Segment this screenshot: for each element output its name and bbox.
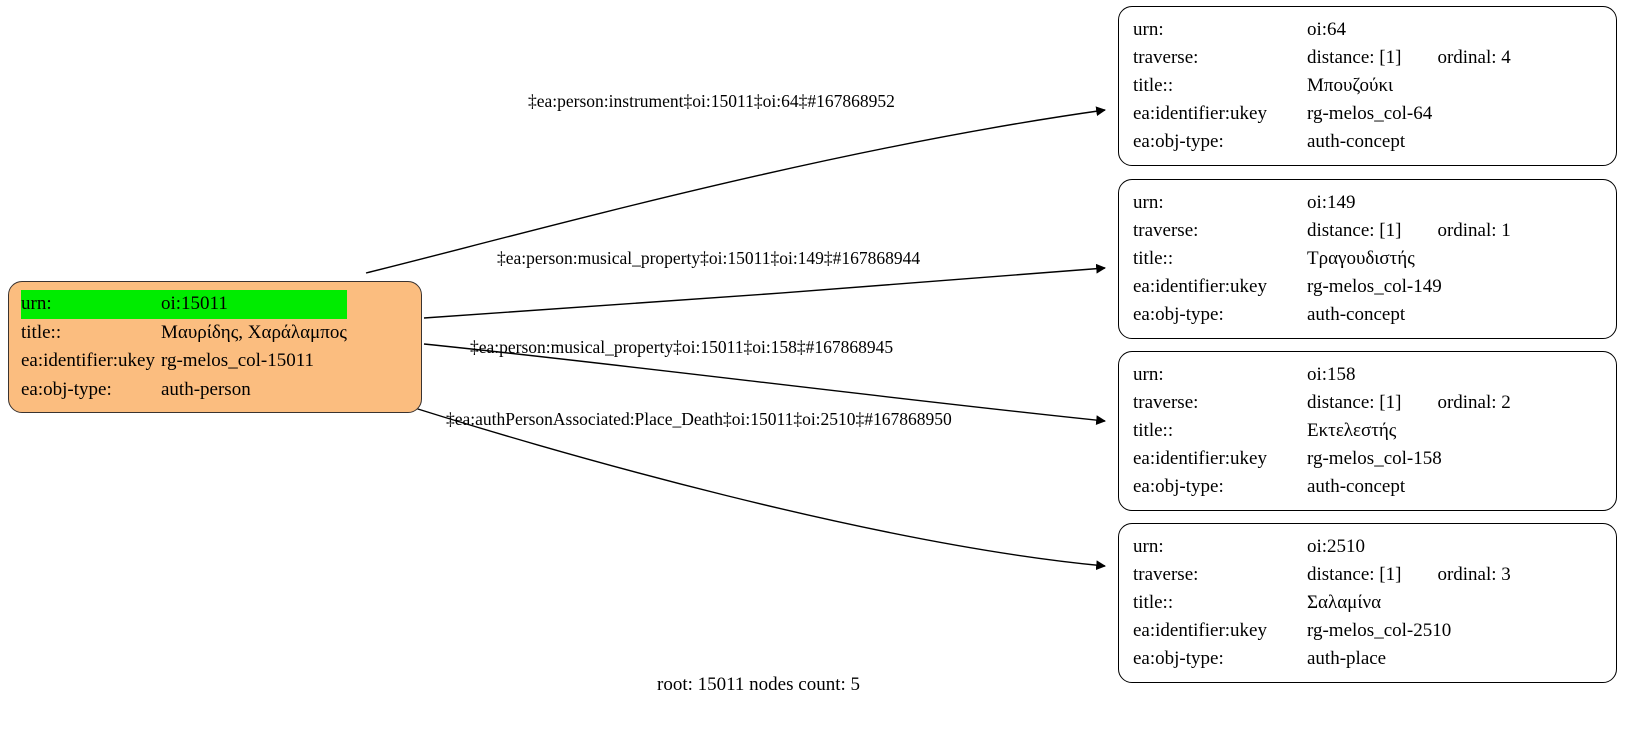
node-key-urn: urn:: [1133, 364, 1164, 385]
node-row-traverse: traverse: distance: [1] ordinal: 1: [1133, 217, 1511, 245]
node-value-urn: oi:149: [1307, 192, 1356, 213]
node-value-traverse: distance: [1] ordinal: 2: [1307, 389, 1511, 417]
root-node-key-title: title::: [21, 321, 62, 343]
target-node-oi-2510[interactable]: urn: oi:2510 traverse: distance: [1] ordi…: [1118, 523, 1617, 683]
node-key-title: title::: [1133, 74, 1174, 96]
node-row-urn: urn: oi:158: [1133, 361, 1511, 389]
node-row-ukey: ea:identifier:ukey rg-melos_col-149: [1133, 273, 1511, 301]
node-value-objtype: auth-concept: [1307, 475, 1406, 497]
node-value-ukey: rg-melos_col-2510: [1307, 619, 1452, 641]
node-row-objtype: ea:obj-type: auth-place: [1133, 645, 1511, 673]
node-key-title: title::: [1133, 591, 1174, 613]
root-node-row-objtype: ea:obj-type: auth-person: [21, 376, 347, 405]
node-key-objtype: ea:obj-type:: [1133, 475, 1224, 497]
node-value-distance: distance: [1]: [1307, 563, 1402, 585]
root-node-row-urn: urn: oi:15011: [21, 290, 347, 319]
node-key-ukey: ea:identifier:ukey: [1133, 275, 1267, 297]
node-value-title: Σαλαμίνα: [1307, 591, 1382, 613]
node-row-ukey: ea:identifier:ukey rg-melos_col-64: [1133, 100, 1511, 128]
target-node-oi-158[interactable]: urn: oi:158 traverse: distance: [1] ordin…: [1118, 351, 1617, 511]
node-row-urn: urn: oi:2510: [1133, 533, 1511, 561]
node-key-urn: urn:: [1133, 536, 1164, 557]
node-value-ordinal: ordinal: 1: [1437, 219, 1511, 241]
node-value-ordinal: ordinal: 2: [1437, 391, 1511, 413]
node-value-distance: distance: [1]: [1307, 219, 1402, 241]
root-node-key-urn: urn:: [21, 290, 161, 319]
node-value-distance: distance: [1]: [1307, 391, 1402, 413]
edge-label-musicalprop-158: ‡ea:person:musical_property‡oi:15011‡oi:…: [470, 337, 894, 357]
node-value-traverse: distance: [1] ordinal: 3: [1307, 561, 1511, 589]
node-value-objtype: auth-concept: [1307, 303, 1406, 325]
node-value-distance: distance: [1]: [1307, 46, 1402, 68]
node-value-traverse: distance: [1] ordinal: 1: [1307, 217, 1511, 245]
node-row-traverse: traverse: distance: [1] ordinal: 2: [1133, 389, 1511, 417]
root-node-value-objtype: auth-person: [161, 378, 251, 400]
node-value-urn: oi:64: [1307, 19, 1347, 40]
node-key-objtype: ea:obj-type:: [1133, 303, 1224, 325]
node-value-ukey: rg-melos_col-149: [1307, 275, 1442, 297]
node-value-title: Μπουζούκι: [1307, 74, 1394, 96]
node-value-ordinal: ordinal: 3: [1437, 563, 1511, 585]
node-value-urn: oi:158: [1307, 364, 1356, 385]
node-row-ukey: ea:identifier:ukey rg-melos_col-2510: [1133, 617, 1511, 645]
node-row-traverse: traverse: distance: [1] ordinal: 3: [1133, 561, 1511, 589]
node-row-objtype: ea:obj-type: auth-concept: [1133, 301, 1511, 329]
node-value-urn: oi:2510: [1307, 536, 1366, 557]
root-node-15011[interactable]: urn: oi:15011 title:: Μαυρίδης, Χαράλαμπ…: [8, 281, 422, 413]
edge-path-musicalprop-149: [423, 263, 1106, 319]
graph-caption: root: 15011 nodes count: 5: [657, 674, 860, 695]
node-row-title: title:: Εκτελεστής: [1133, 417, 1511, 445]
node-key-ukey: ea:identifier:ukey: [1133, 447, 1267, 469]
root-node-row-ukey: ea:identifier:ukey rg-melos_col-15011: [21, 347, 347, 376]
node-value-objtype: auth-concept: [1307, 130, 1406, 152]
edge-label-instrument-64: ‡ea:person:instrument‡oi:15011‡oi:64‡#16…: [528, 91, 895, 111]
node-row-title: title:: Σαλαμίνα: [1133, 589, 1511, 617]
root-node-row-title: title:: Μαυρίδης, Χαράλαμπος: [21, 319, 347, 348]
node-key-traverse: traverse:: [1133, 46, 1199, 68]
node-key-urn: urn:: [1133, 19, 1164, 40]
edge-label-placedeath-2510: ‡ea:authPersonAssociated:Place_Death‡oi:…: [446, 409, 952, 429]
node-row-title: title:: Τραγουδιστής: [1133, 245, 1511, 273]
node-value-title: Τραγουδιστής: [1307, 247, 1415, 269]
node-key-traverse: traverse:: [1133, 219, 1199, 241]
root-node-key-ukey: ea:identifier:ukey: [21, 350, 155, 371]
node-row-objtype: ea:obj-type: auth-concept: [1133, 473, 1511, 501]
node-key-title: title::: [1133, 419, 1174, 441]
node-row-objtype: ea:obj-type: auth-concept: [1133, 128, 1511, 156]
node-row-urn: urn: oi:64: [1133, 16, 1511, 44]
root-node-key-objtype: ea:obj-type:: [21, 378, 112, 400]
node-key-objtype: ea:obj-type:: [1133, 647, 1224, 669]
node-row-title: title:: Μπουζούκι: [1133, 72, 1511, 100]
node-key-ukey: ea:identifier:ukey: [1133, 102, 1267, 124]
node-value-ukey: rg-melos_col-158: [1307, 447, 1442, 469]
node-row-urn: urn: oi:149: [1133, 189, 1511, 217]
root-node-value-urn: oi:15011: [161, 290, 347, 319]
node-key-traverse: traverse:: [1133, 563, 1199, 585]
node-key-title: title::: [1133, 247, 1174, 269]
node-key-urn: urn:: [1133, 192, 1164, 213]
node-row-traverse: traverse: distance: [1] ordinal: 4: [1133, 44, 1511, 72]
node-key-objtype: ea:obj-type:: [1133, 130, 1224, 152]
edge-label-musicalprop-149: ‡ea:person:musical_property‡oi:15011‡oi:…: [497, 248, 921, 268]
root-node-value-title: Μαυρίδης, Χαράλαμπος: [161, 321, 347, 343]
target-node-oi-64[interactable]: urn: oi:64 traverse: distance: [1] ordina…: [1118, 6, 1617, 166]
node-row-ukey: ea:identifier:ukey rg-melos_col-158: [1133, 445, 1511, 473]
node-value-traverse: distance: [1] ordinal: 4: [1307, 44, 1511, 72]
target-node-oi-149[interactable]: urn: oi:149 traverse: distance: [1] ordin…: [1118, 179, 1617, 339]
node-key-traverse: traverse:: [1133, 391, 1199, 413]
node-key-ukey: ea:identifier:ukey: [1133, 619, 1267, 641]
node-value-ordinal: ordinal: 4: [1437, 46, 1511, 68]
node-value-title: Εκτελεστής: [1307, 419, 1397, 441]
node-value-ukey: rg-melos_col-64: [1307, 102, 1433, 124]
root-node-value-ukey: rg-melos_col-15011: [161, 350, 315, 371]
node-value-objtype: auth-place: [1307, 647, 1387, 669]
